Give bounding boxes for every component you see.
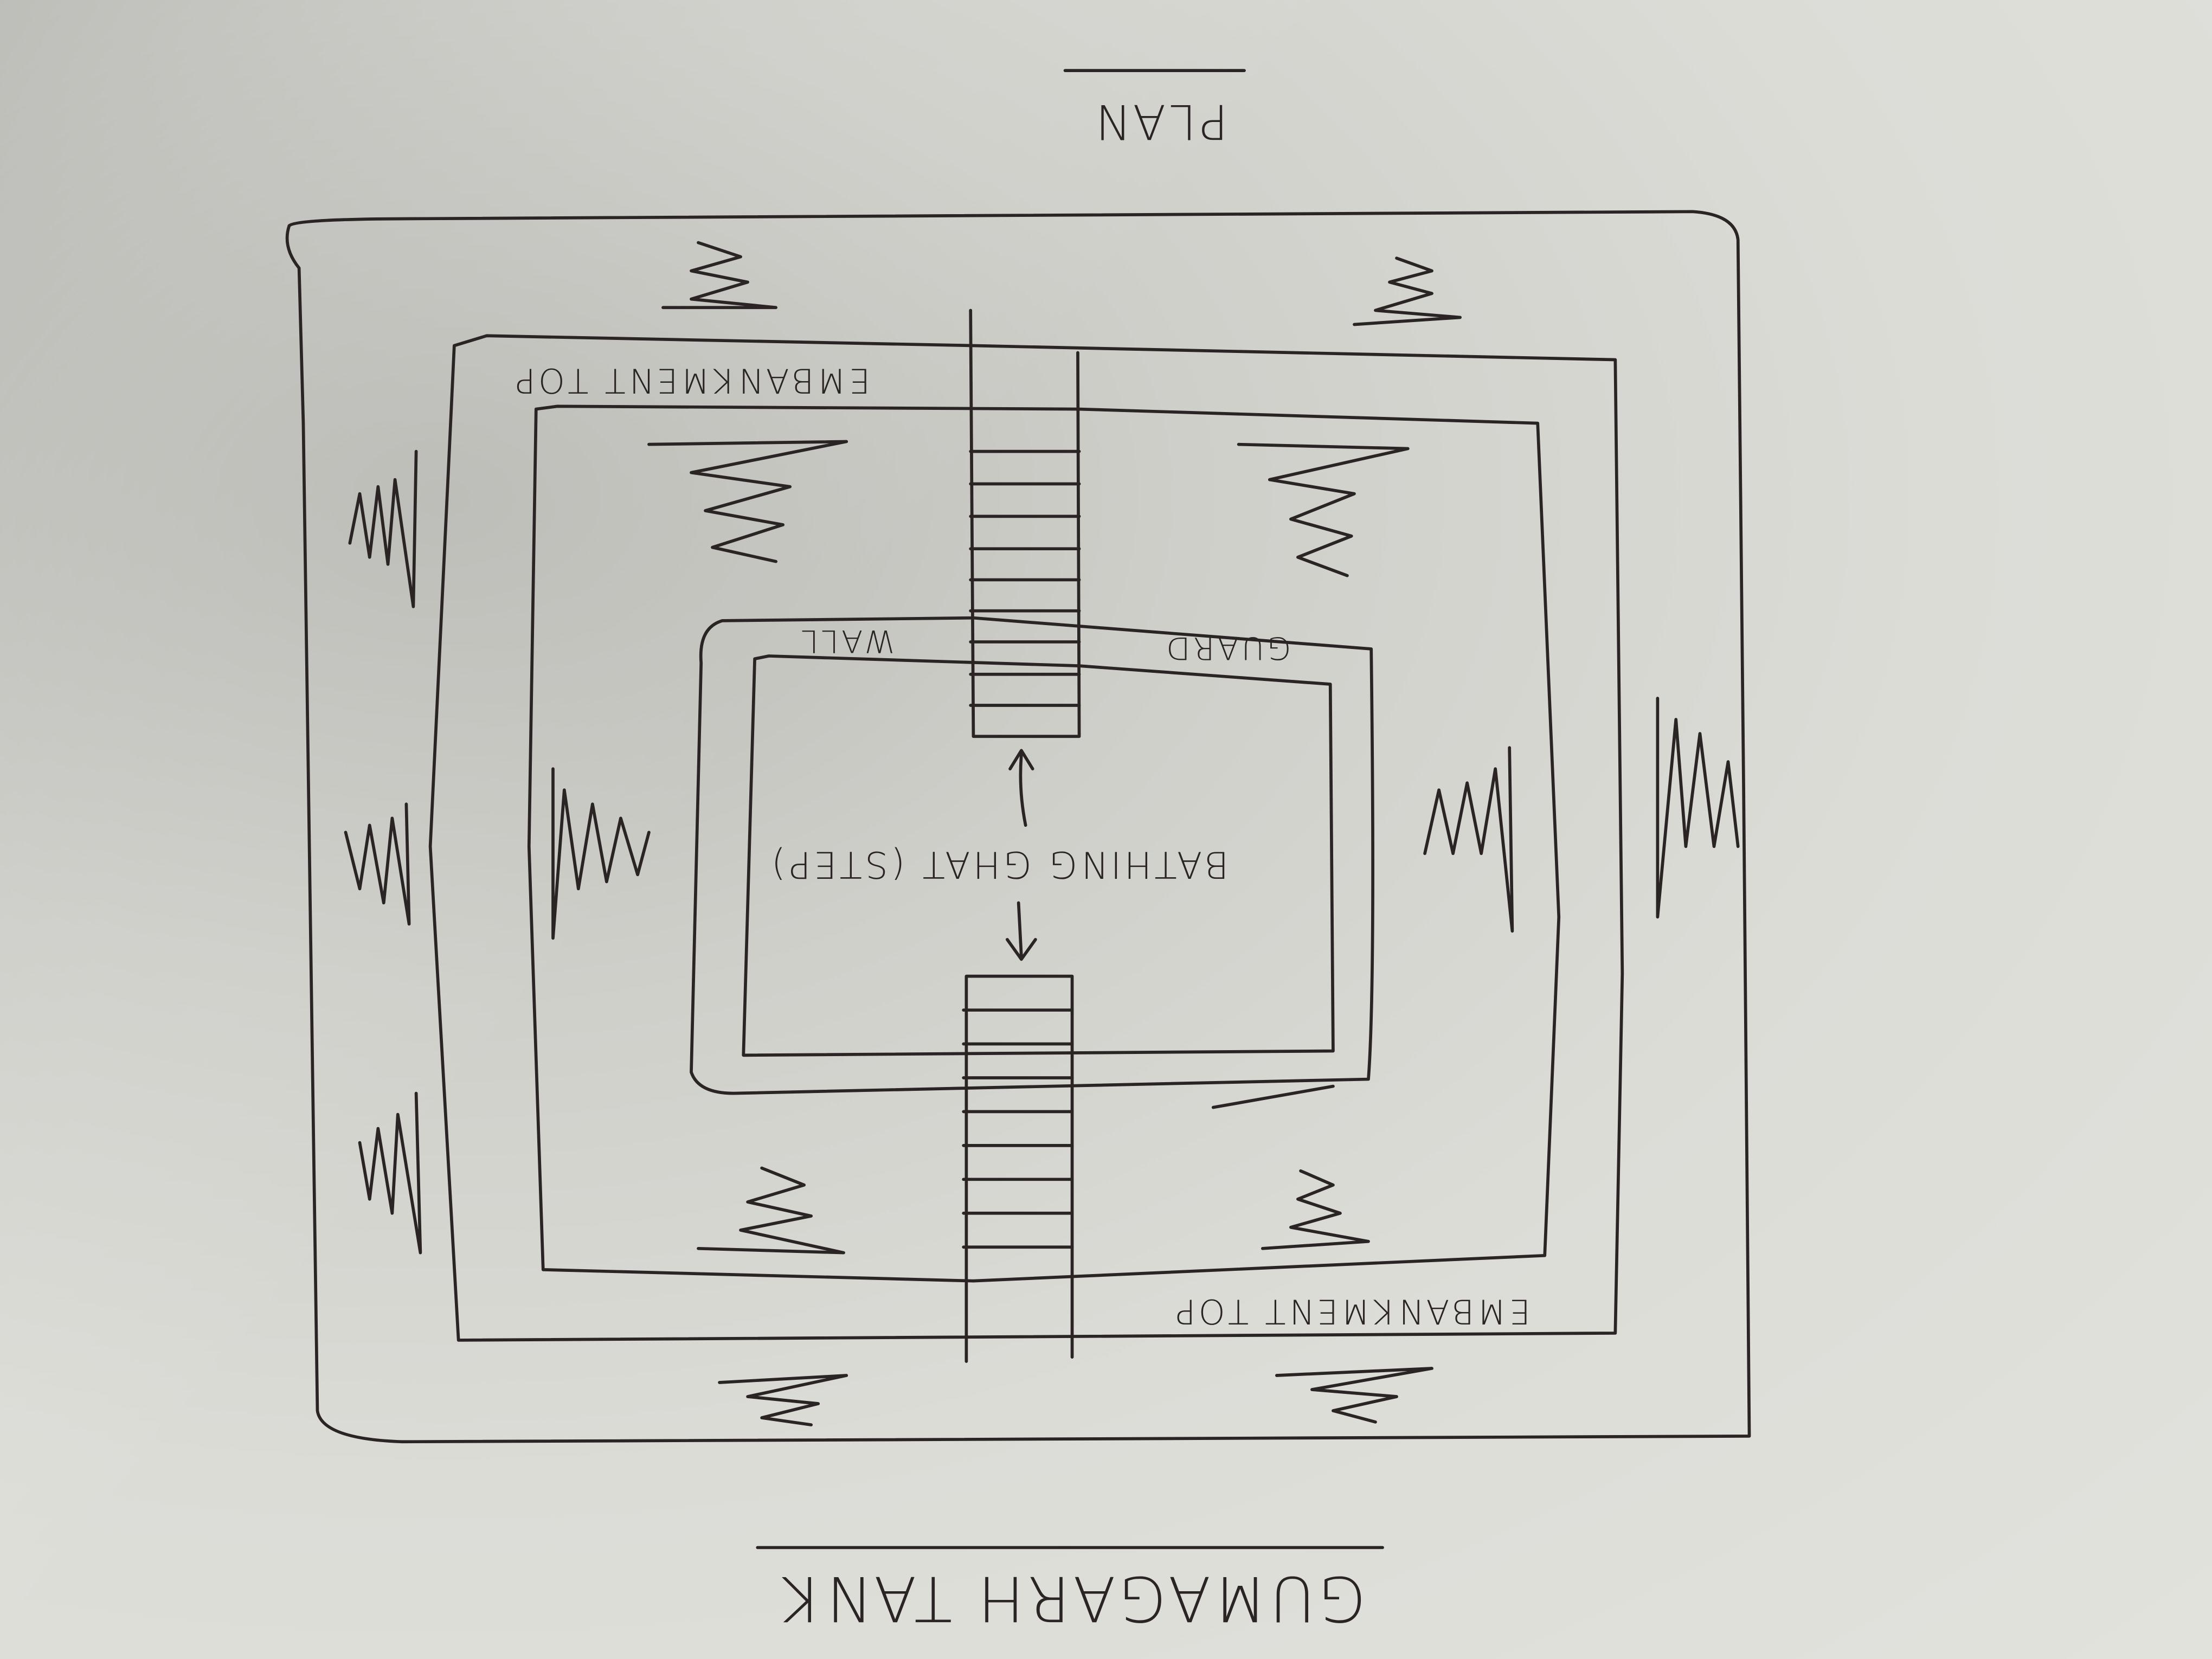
- slope-hatch-marks: [344, 241, 1740, 1426]
- embankment-top-label: EMBANKMENT TOP: [512, 361, 870, 400]
- embankment-inner: [527, 404, 1561, 1283]
- arrow-up-icon: [1008, 749, 1034, 827]
- guard-wall-outer: [690, 616, 1374, 1095]
- plan-label: PLAN: [1091, 94, 1228, 150]
- bathing-ghat-steps-bottom: [962, 974, 1074, 1363]
- embankment-bottom-label: EMBANKMENT TOP: [1173, 1292, 1531, 1332]
- guard-wall-inner: [742, 654, 1335, 1057]
- guard-label: GUARD: [1163, 630, 1291, 666]
- guard-wall-stroke: [1211, 1084, 1335, 1109]
- outer-boundary: [285, 210, 1751, 1444]
- embankment-outer: [428, 334, 1624, 1342]
- arrow-down-icon: [1005, 901, 1037, 961]
- diagram-title: GUMAGARH TANK: [778, 1562, 1366, 1635]
- bathing-ghat-label: BATHING GHAT (STEP): [769, 843, 1229, 886]
- wall-label: WALL: [799, 623, 895, 659]
- bathing-ghat-steps-top: [969, 308, 1081, 738]
